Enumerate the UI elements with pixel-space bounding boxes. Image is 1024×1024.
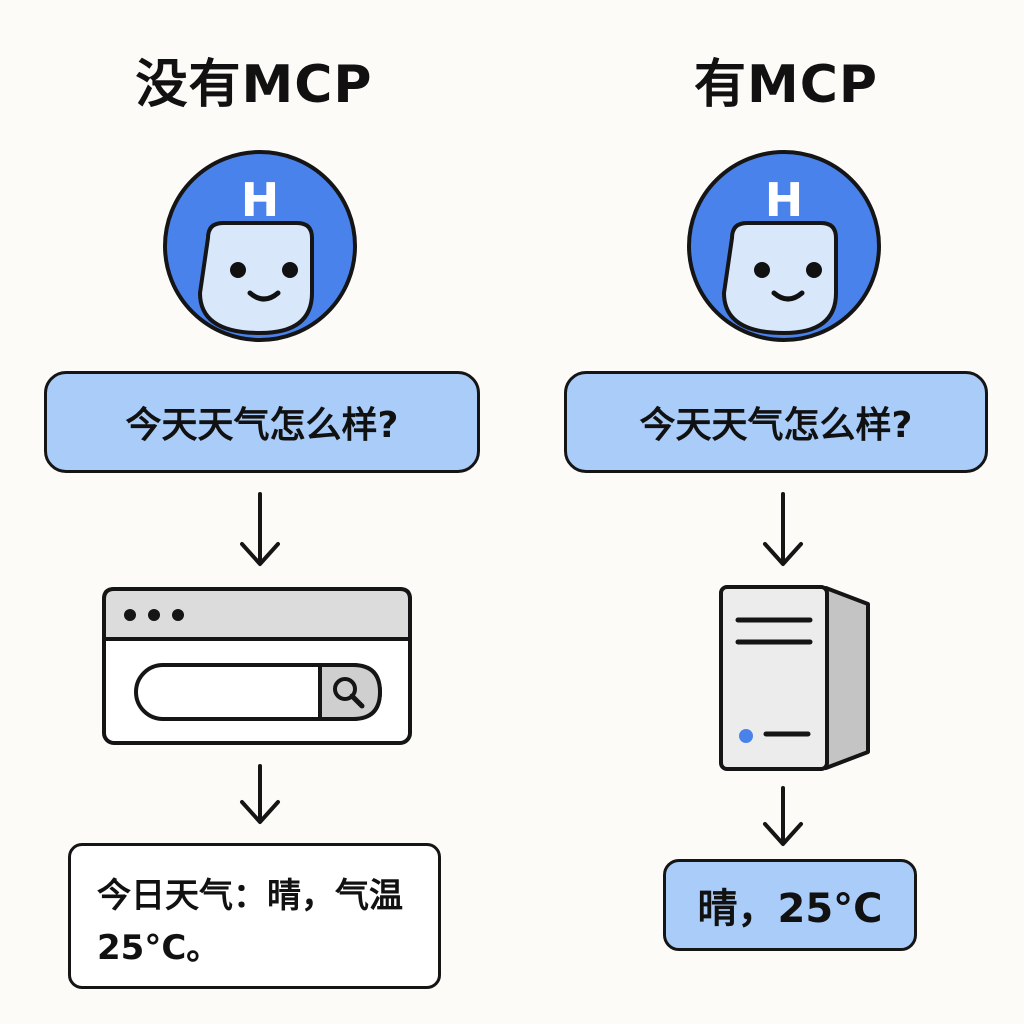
arrow-down-icon — [240, 764, 280, 824]
avatar-letter: H — [765, 173, 804, 227]
arrow-down-icon — [763, 786, 803, 846]
left-title: 没有MCP — [135, 55, 373, 115]
left-question-bubble: 今天天气怎么样? — [44, 371, 480, 473]
right-answer-box: 晴，25°C — [663, 859, 917, 951]
right-question-bubble: 今天天气怎么样? — [564, 371, 988, 473]
search-icon — [333, 677, 365, 709]
robot-avatar-icon: H — [687, 150, 881, 342]
avatar-letter: H — [241, 173, 280, 227]
right-title: 有MCP — [693, 55, 879, 115]
robot-avatar-icon: H — [163, 150, 357, 342]
arrow-down-icon — [763, 492, 803, 566]
left-answer-box: 今日天气：晴，气温 25°C。 — [68, 843, 441, 989]
server-icon — [719, 585, 870, 771]
arrow-down-icon — [240, 492, 280, 566]
browser-window-icon — [102, 587, 412, 745]
